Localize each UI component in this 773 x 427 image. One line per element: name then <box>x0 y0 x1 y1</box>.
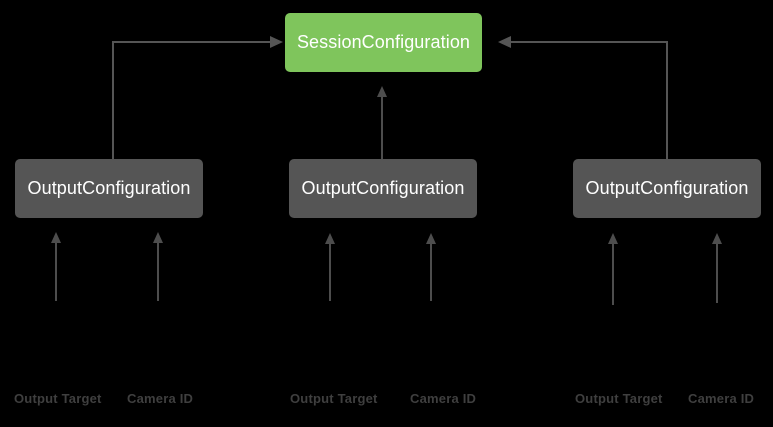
arrow-left-output-target-icon <box>55 241 57 301</box>
connector-left-arrowhead-icon <box>270 36 283 48</box>
arrow-right-camera-id-icon <box>716 242 718 303</box>
connector-right-vertical <box>666 41 668 161</box>
leaf-left-camera-id: Camera ID <box>127 391 194 406</box>
connector-right-horizontal <box>511 41 668 43</box>
arrow-middle-output-target-icon <box>329 242 331 301</box>
leaf-right-output-target: Output Target <box>575 391 663 406</box>
node-session-configuration-label: SessionConfiguration <box>296 32 471 52</box>
connector-middle-arrow-icon <box>381 95 383 159</box>
arrow-middle-camera-id-icon <box>430 242 432 301</box>
leaf-middle-output-target: Output Target <box>290 391 378 406</box>
node-output-configuration-right-label: OutputConfiguration <box>585 178 749 198</box>
node-output-configuration-middle[interactable]: OutputConfiguration <box>289 159 477 218</box>
leaf-left-output-target: Output Target <box>14 391 102 406</box>
connector-left-horizontal <box>112 41 272 43</box>
arrow-right-output-target-icon <box>612 242 614 305</box>
connector-left-vertical <box>112 41 114 161</box>
node-output-configuration-middle-label: OutputConfiguration <box>301 178 465 198</box>
node-output-configuration-right[interactable]: OutputConfiguration <box>573 159 761 218</box>
arrow-left-camera-id-icon <box>157 241 159 301</box>
node-session-configuration[interactable]: SessionConfiguration <box>285 13 482 72</box>
node-output-configuration-left-label: OutputConfiguration <box>27 178 191 198</box>
leaf-middle-camera-id: Camera ID <box>410 391 477 406</box>
node-output-configuration-left[interactable]: OutputConfiguration <box>15 159 203 218</box>
connector-right-arrowhead-icon <box>498 36 511 48</box>
leaf-right-camera-id: Camera ID <box>688 391 755 406</box>
